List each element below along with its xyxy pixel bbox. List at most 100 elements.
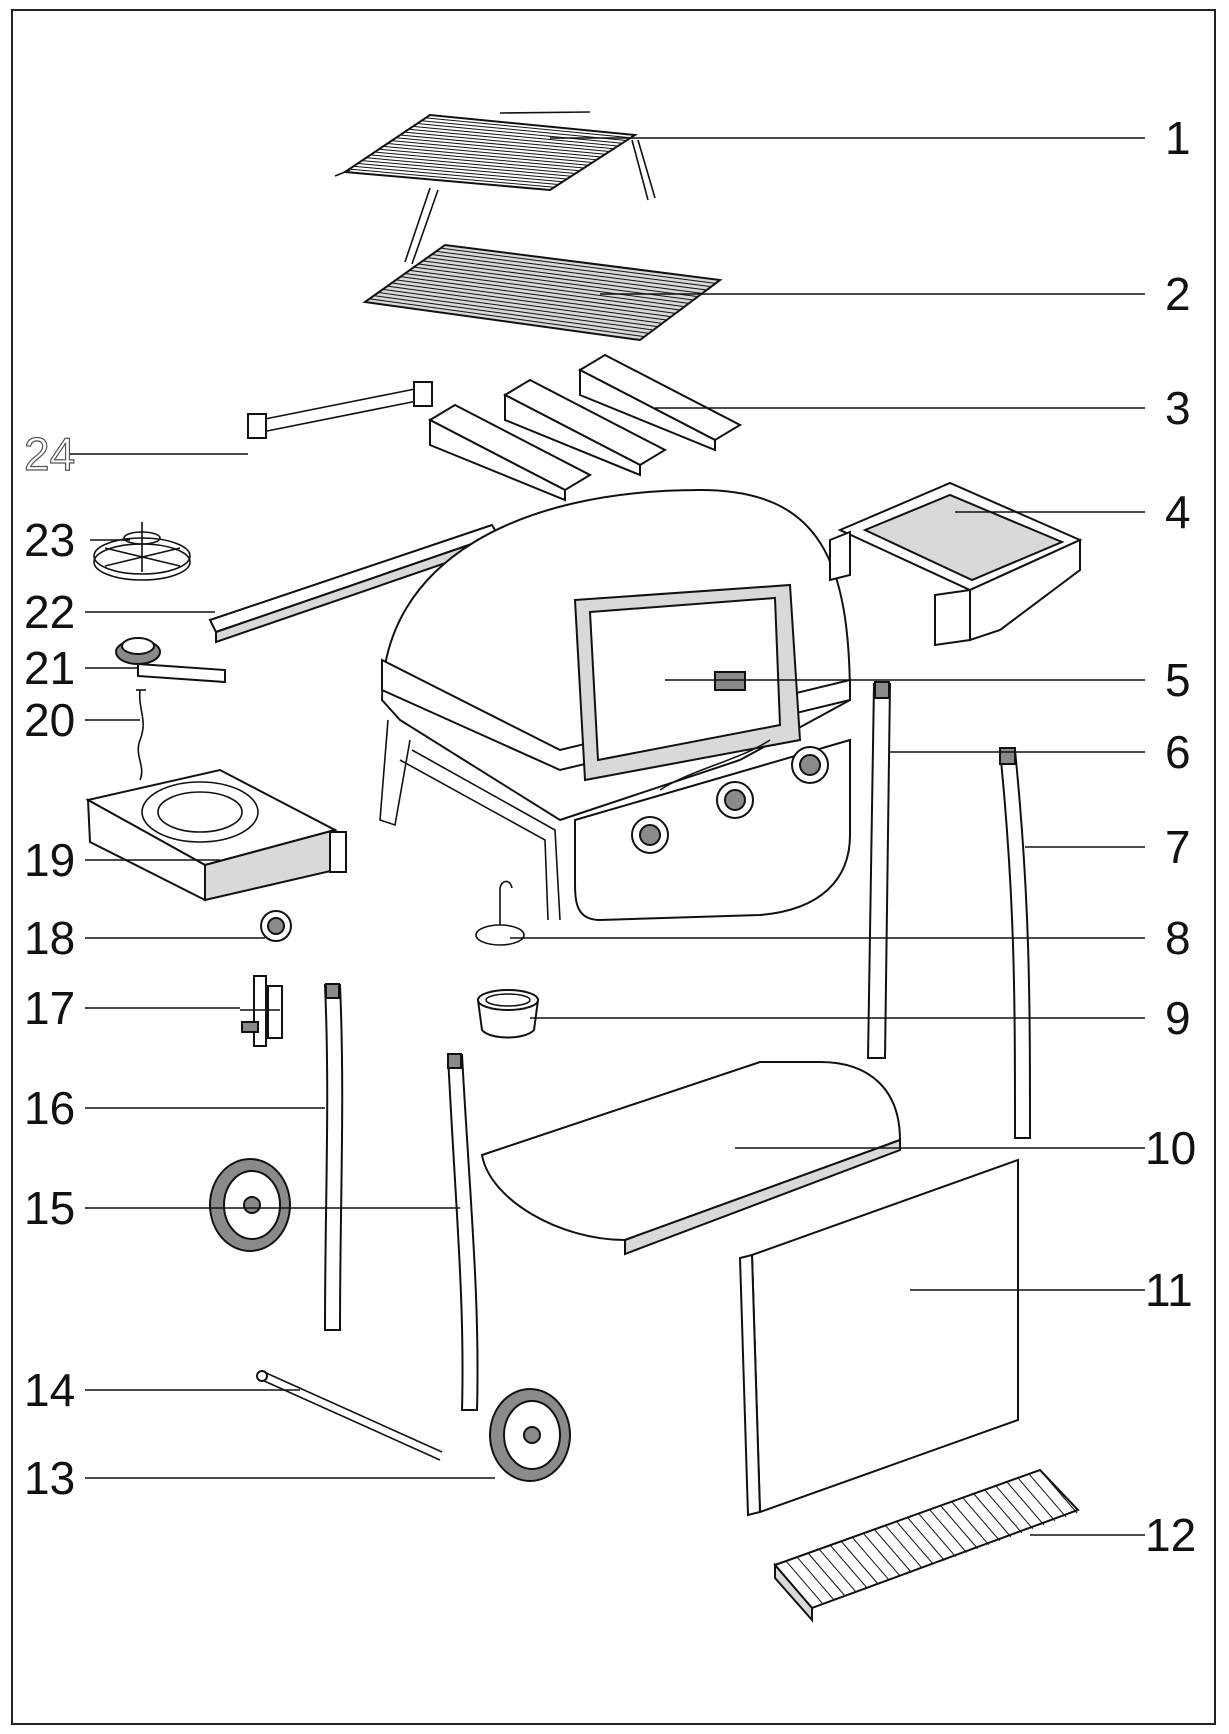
callout-14: 14 bbox=[24, 1364, 75, 1416]
callout-24: 24 bbox=[24, 428, 75, 480]
callout-19: 19 bbox=[24, 834, 75, 886]
callout-8: 8 bbox=[1165, 912, 1191, 964]
callout-12: 12 bbox=[1145, 1509, 1196, 1561]
part-9-grease-cup bbox=[476, 989, 540, 1039]
basket-wire bbox=[940, 1505, 979, 1549]
basket-wire bbox=[873, 1529, 912, 1573]
callout-numbers: 1 2 3 4 5 6 7 8 9 10 11 12 13 14 15 16 1… bbox=[23, 112, 1196, 1561]
grid-bar bbox=[436, 250, 712, 288]
grid-bar bbox=[349, 168, 555, 188]
grid-bar bbox=[408, 128, 614, 150]
grid-bar bbox=[387, 143, 593, 163]
basket-wire bbox=[785, 1560, 824, 1605]
basket-wire bbox=[907, 1517, 945, 1561]
grid-bar bbox=[374, 151, 580, 172]
basket-wire bbox=[929, 1509, 967, 1553]
callout-11: 11 bbox=[1145, 1264, 1193, 1316]
grid-bar bbox=[369, 298, 645, 338]
part-8-hook bbox=[475, 880, 525, 946]
part-7-leg bbox=[998, 747, 1032, 1139]
basket-wire bbox=[885, 1525, 923, 1569]
grid-bar bbox=[422, 260, 698, 298]
part-6-leg bbox=[866, 681, 892, 1059]
basket-wire bbox=[973, 1493, 1012, 1538]
callout-16: 16 bbox=[24, 1082, 75, 1134]
grid-bar bbox=[412, 125, 619, 147]
part-21-side-burner bbox=[115, 637, 226, 684]
callout-22: 22 bbox=[24, 586, 75, 638]
grid-bar bbox=[404, 131, 610, 152]
grid-bar bbox=[361, 160, 568, 180]
basket-wire bbox=[840, 1540, 879, 1585]
callout-15: 15 bbox=[24, 1182, 75, 1234]
part-17-valve bbox=[240, 975, 283, 1047]
diagram-border bbox=[11, 9, 1216, 1725]
grid-bar bbox=[391, 282, 667, 321]
part-1-warming-rack bbox=[334, 111, 656, 265]
basket-wire bbox=[896, 1521, 934, 1565]
basket-wire bbox=[918, 1513, 956, 1557]
basket-wire bbox=[1017, 1477, 1056, 1522]
part-15-wheel-rear bbox=[209, 1158, 291, 1252]
part-20-electrode-wire bbox=[136, 689, 146, 781]
callout-1: 1 bbox=[1165, 112, 1191, 164]
grid-bar bbox=[409, 269, 685, 308]
callout-9: 9 bbox=[1165, 992, 1191, 1044]
grid-bar bbox=[404, 273, 681, 311]
part-2-cooking-grate bbox=[362, 243, 723, 342]
callout-3: 3 bbox=[1165, 382, 1191, 434]
part-24-crossover-tube bbox=[247, 381, 433, 439]
part-3-flame-tamers bbox=[427, 353, 743, 502]
part-11-back-panel bbox=[738, 1158, 1019, 1517]
callout-7: 7 bbox=[1165, 821, 1191, 873]
basket-wire bbox=[851, 1536, 890, 1581]
leader-lines bbox=[70, 137, 1145, 1536]
basket-wire bbox=[995, 1485, 1034, 1530]
part-16-leg bbox=[323, 983, 344, 1331]
part-13-wheel-front bbox=[489, 1388, 571, 1482]
callout-21: 21 bbox=[24, 642, 75, 694]
grid-bar bbox=[413, 266, 689, 304]
grid-bar bbox=[378, 292, 654, 331]
grid-bar bbox=[400, 134, 606, 155]
callout-17: 17 bbox=[24, 982, 75, 1034]
basket-wire bbox=[984, 1489, 1023, 1534]
grid-bar bbox=[353, 165, 559, 185]
callout-5: 5 bbox=[1165, 654, 1191, 706]
grid-bar bbox=[417, 123, 623, 144]
callout-4: 4 bbox=[1165, 486, 1191, 538]
grid-bar bbox=[440, 247, 716, 284]
basket-wire bbox=[951, 1501, 990, 1545]
grid-bar bbox=[370, 154, 576, 174]
part-18-control-knob bbox=[260, 910, 292, 942]
part-5-grill-body bbox=[379, 488, 852, 922]
callout-20: 20 bbox=[24, 694, 75, 746]
callout-2: 2 bbox=[1165, 268, 1191, 320]
callout-6: 6 bbox=[1165, 726, 1191, 778]
part-14-axle bbox=[256, 1370, 443, 1461]
basket-wire bbox=[1006, 1481, 1045, 1526]
basket-wire bbox=[818, 1548, 857, 1593]
basket-wire bbox=[796, 1556, 835, 1601]
grid-bar bbox=[431, 254, 707, 291]
grid-bar bbox=[357, 162, 563, 183]
basket-wire bbox=[807, 1552, 846, 1597]
grid-bar bbox=[366, 157, 572, 177]
callout-23: 23 bbox=[24, 514, 75, 566]
grid-bar bbox=[387, 285, 663, 324]
grid-bar bbox=[378, 148, 585, 169]
part-23-side-burner-grate bbox=[93, 522, 191, 581]
part-12-basket bbox=[773, 1468, 1080, 1623]
part-15-leg bbox=[446, 1053, 479, 1411]
callout-13: 13 bbox=[24, 1452, 75, 1504]
part-4-side-shelf bbox=[829, 481, 1083, 647]
part-10-bottom-shelf bbox=[480, 1061, 902, 1256]
callout-10: 10 bbox=[1145, 1122, 1196, 1174]
basket-wire bbox=[962, 1497, 1001, 1542]
grid-bar bbox=[425, 117, 631, 139]
grid-bar bbox=[400, 276, 676, 314]
callout-18: 18 bbox=[24, 912, 75, 964]
basket-wire bbox=[829, 1544, 868, 1589]
